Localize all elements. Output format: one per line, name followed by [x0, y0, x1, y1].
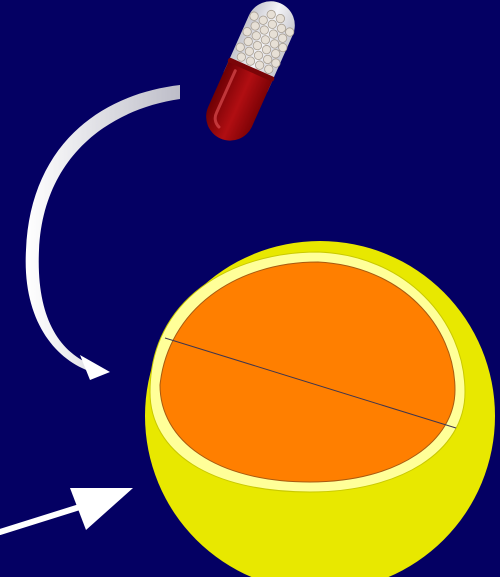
cutaway-sphere-icon [145, 241, 495, 577]
